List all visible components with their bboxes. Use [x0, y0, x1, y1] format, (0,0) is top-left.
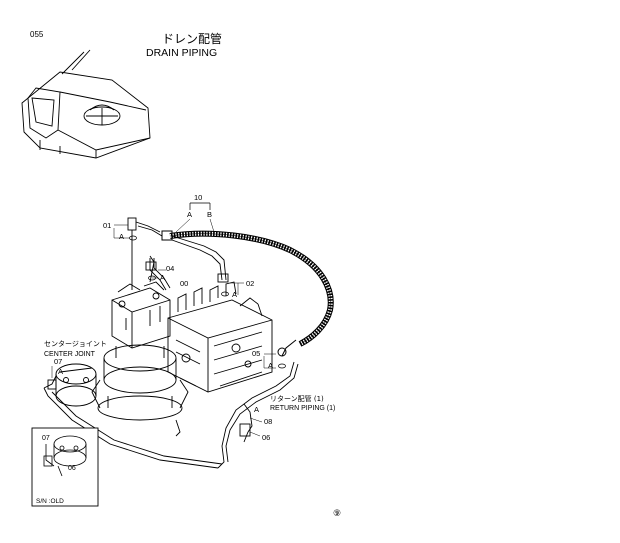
- label-04: 04: [166, 264, 174, 273]
- center-joint-label-en: CENTER JOINT: [44, 351, 96, 358]
- label-07-a: A: [58, 367, 63, 376]
- title-english: DRAIN PIPING: [146, 47, 217, 59]
- label-05: 05: [252, 349, 260, 358]
- label-10-end-b: B: [207, 210, 212, 219]
- machine-overview-illustration: [21, 49, 151, 159]
- callout-01: 01 A: [103, 221, 137, 241]
- label-00: 00: [180, 279, 188, 288]
- inset-old-serial: 07 06 S/N :OLD: [31, 427, 99, 507]
- drain-pipe-00: [171, 235, 229, 283]
- label-08: 08: [264, 417, 272, 426]
- callout-04: 04 A: [148, 264, 174, 282]
- callout-10: 10 A B: [175, 193, 215, 233]
- label-04-a: A: [160, 273, 165, 282]
- page-number: 055: [30, 30, 44, 39]
- callout-00: 00: [180, 279, 188, 288]
- footer-mark: ⑨: [333, 509, 341, 519]
- label-10: 10: [194, 193, 202, 202]
- callout-07: 07 A: [51, 357, 63, 378]
- label-08-a: A: [254, 405, 259, 414]
- inset-label-07: 07: [42, 435, 50, 442]
- inset-serial-note: S/N :OLD: [36, 498, 64, 505]
- label-06: 06: [262, 433, 270, 442]
- inset-label-06: 06: [68, 465, 76, 472]
- callout-08: A 08: [249, 405, 272, 426]
- swing-motor-illustration: [91, 255, 189, 437]
- title-japanese: ドレン配管: [162, 31, 222, 46]
- callout-06: 06: [249, 431, 270, 442]
- center-joint-label-jp: センタージョイント: [44, 339, 107, 348]
- label-02: 02: [246, 279, 254, 288]
- return-piping-label-jp: リターン配管 (1): [270, 394, 324, 403]
- callout-02: 02 A: [221, 279, 254, 299]
- drain-hose-10: [161, 230, 334, 357]
- label-05-a: A: [268, 361, 273, 370]
- label-10-end-a: A: [187, 210, 192, 219]
- control-valve-illustration: [167, 281, 273, 393]
- label-07: 07: [54, 357, 62, 366]
- return-piping-label-en: RETURN PIPING (1): [270, 405, 335, 412]
- label-02-a: A: [232, 290, 237, 299]
- label-01-a: A: [119, 232, 124, 241]
- callout-05: 05 A: [252, 349, 286, 370]
- label-01: 01: [103, 221, 111, 230]
